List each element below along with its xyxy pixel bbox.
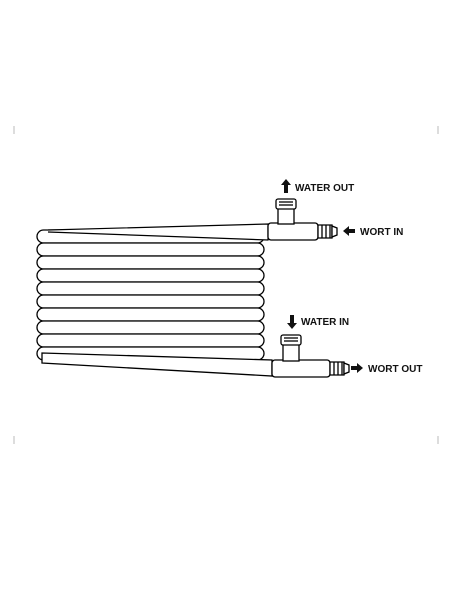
water-in-label: WATER IN [301, 317, 349, 328]
coil-loop [36, 307, 265, 322]
lower-fitting-stem [282, 343, 300, 362]
lower-t-fitting [271, 334, 350, 378]
wort-out-label: WORT OUT [368, 364, 422, 375]
coil-loop [36, 242, 265, 257]
arrow-right-icon [351, 363, 363, 373]
water-out-label: WATER OUT [295, 183, 354, 194]
crop-marks [13, 126, 439, 444]
upper-fitting-body [267, 222, 319, 241]
coil [36, 229, 265, 361]
coil-loop [36, 320, 265, 335]
upper-fitting-stem [277, 207, 295, 225]
wort-in-label: WORT IN [360, 227, 403, 238]
coil-loop [36, 255, 265, 270]
lower-fitting-body [271, 359, 331, 378]
coil-loop [36, 333, 265, 348]
arrow-up-icon [281, 179, 291, 193]
lower-barb [329, 361, 345, 376]
wort-in-callout: WORT IN [343, 226, 403, 238]
coil-loop [36, 268, 265, 283]
arrow-down-icon [287, 315, 297, 329]
coil-loop [36, 281, 265, 296]
arrow-left-icon [343, 226, 355, 236]
upper-fitting-cap [275, 198, 297, 210]
lower-fitting-cap [280, 334, 302, 346]
water-in-callout: WATER IN [287, 315, 349, 329]
wort-out-callout: WORT OUT [351, 363, 422, 375]
water-out-callout: WATER OUT [281, 179, 354, 194]
coil-loop [36, 294, 265, 309]
upper-t-fitting [267, 198, 338, 241]
upper-barb [317, 224, 333, 239]
